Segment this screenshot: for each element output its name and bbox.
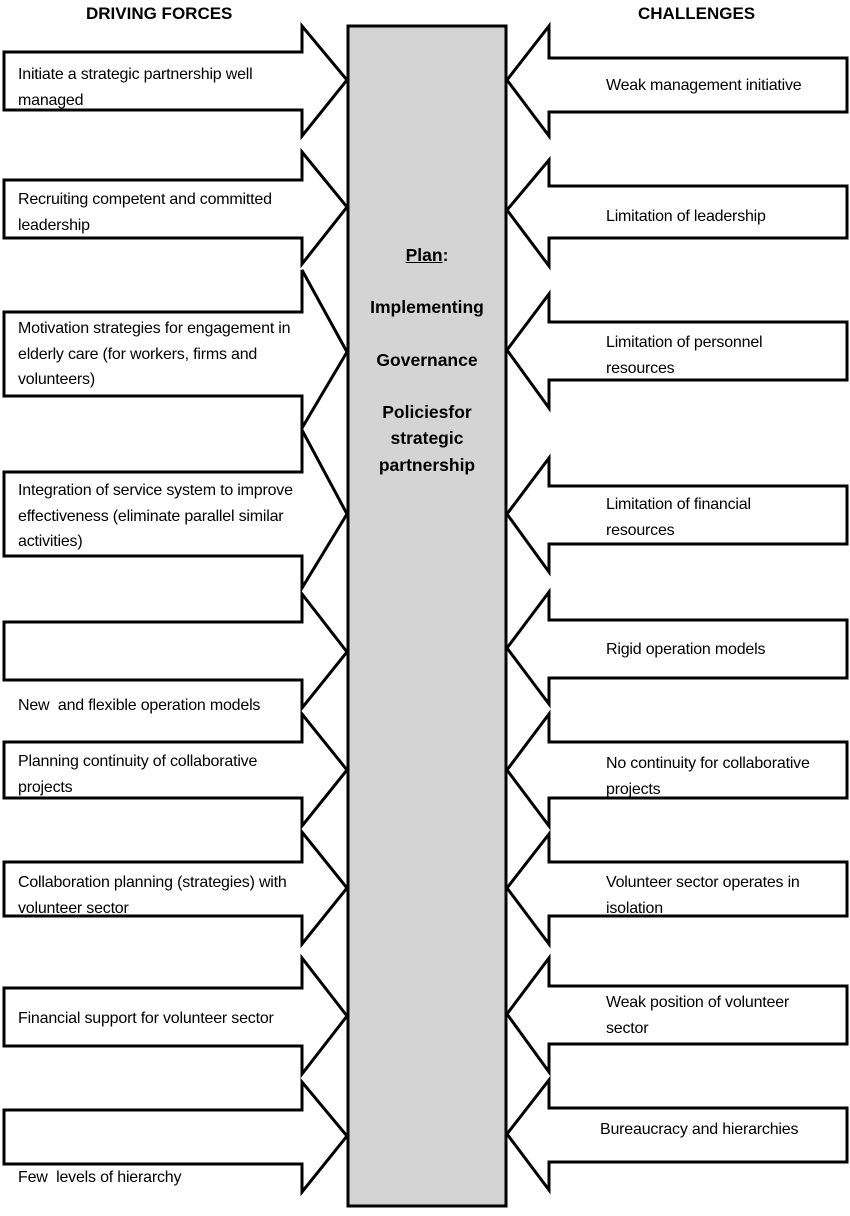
challenge-text-9: Bureaucracy and hierarchies (600, 1117, 798, 1143)
center-line-partnership: partnership (378, 455, 476, 475)
plan-colon: : (442, 245, 449, 265)
driving-force-6-line-1: Planning continuity of collaborative (18, 753, 258, 770)
driving-force-text-7: Collaboration planning (strategies) with… (18, 870, 287, 921)
challenge-arrow-3 (505, 289, 849, 413)
plan-word: Plan (405, 245, 443, 265)
driving-force-arrow-4 (2, 429, 349, 594)
challenge-8-line-1: Weak position of volunteer (606, 994, 790, 1011)
driving-force-1-line-2: managed (18, 91, 84, 109)
driving-force-arrow-2 (2, 147, 349, 269)
challenge-arrow-2 (505, 155, 849, 271)
center-plan-box (346, 24, 508, 1208)
driving-force-4-line-3: activities) (18, 533, 83, 550)
challenges-header: CHALLENGES (638, 4, 756, 23)
challenge-6-line-1: No continuity for collaborative (606, 755, 810, 772)
driving-force-arrow-5 (2, 589, 349, 713)
challenge-text-2: Limitation of leadership (606, 204, 766, 230)
challenge-arrow-8 (505, 953, 849, 1077)
challenge-9-line-1: Bureaucracy and hierarchies (600, 1121, 799, 1138)
driving-force-text-4: Integration of service system to improve… (18, 478, 293, 555)
challenge-text-7: Volunteer sector operates in isolation (606, 870, 800, 921)
driving-force-arrow-7 (2, 827, 349, 949)
challenge-1-line-1: Weak management initiative (606, 77, 802, 94)
challenge-arrow-7 (505, 829, 849, 949)
challenge-7-line-2: isolation (606, 899, 663, 917)
challenge-3-line-1: Limitation of personnel (606, 334, 763, 351)
challenge-7-line-1: Volunteer sector operates in (606, 874, 800, 891)
challenge-arrow-4 (505, 453, 849, 577)
challenge-5-line-1: Rigid operation models (606, 641, 766, 658)
challenge-text-5: Rigid operation models (606, 637, 765, 663)
driving-force-3-line-2: elderly care (for workers, firms and (18, 345, 258, 363)
driving-force-8-line-1: Financial support for volunteer sector (18, 1010, 274, 1027)
driving-force-4-line-1: Integration of service system to improve (18, 482, 293, 499)
challenge-arrow-1 (505, 21, 849, 141)
challenge-4-line-2: resources (606, 521, 675, 539)
challenge-arrow-9 (505, 1075, 849, 1195)
driving-force-text-9: Few levels of hierarchy (18, 1114, 181, 1216)
center-line-policies: Policiesfor (382, 402, 472, 422)
driving-force-3-line-3: volunteers) (18, 371, 95, 388)
driving-force-arrow-3 (2, 269, 349, 434)
driving-force-7-line-2: volunteer sector (18, 899, 129, 917)
center-line-strategic: strategic (390, 428, 464, 448)
challenge-2-line-1: Limitation of leadership (606, 208, 766, 225)
driving-force-text-5: New and flexible operation models (18, 642, 260, 744)
challenge-text-4: Limitation of financial resources (606, 492, 751, 543)
driving-force-2-line-1: Recruiting competent and committed (18, 191, 272, 208)
driving-force-arrow-6 (2, 709, 349, 831)
driving-force-9-line-1: Few levels of hierarchy (18, 1169, 182, 1186)
center-plan-label: Plan: (348, 245, 506, 266)
challenge-arrow-6 (505, 709, 849, 831)
challenge-arrow-5 (505, 587, 849, 709)
driving-force-text-6: Planning continuity of collaborative pro… (18, 749, 257, 800)
driving-force-arrow-1 (2, 21, 349, 141)
center-line-implementing: Implementing (370, 297, 484, 317)
driving-force-3-line-1: Motivation strategies for engagement in (18, 320, 291, 337)
challenge-6-line-2: projects (606, 780, 661, 798)
challenge-3-line-2: resources (606, 359, 675, 377)
driving-force-arrow-9 (2, 1077, 349, 1197)
driving-force-arrow-8 (2, 953, 349, 1079)
driving-force-text-2: Recruiting competent and committed leade… (18, 187, 272, 238)
driving-force-text-3: Motivation strategies for engagement in … (18, 316, 291, 393)
challenge-text-3: Limitation of personnel resources (606, 330, 763, 381)
driving-forces-header: DRIVING FORCES (86, 4, 233, 23)
driving-force-1-line-1: Initiate a strategic partnership well (18, 66, 253, 83)
driving-force-6-line-2: projects (18, 778, 73, 796)
driving-force-2-line-2: leadership (18, 216, 90, 234)
driving-force-4-line-2: effectiveness (eliminate parallel simila… (18, 507, 284, 525)
driving-force-5-line-1: New and flexible operation models (18, 697, 261, 714)
challenge-text-6: No continuity for collaborative projects (606, 751, 810, 802)
challenge-8-line-2: sector (606, 1019, 649, 1037)
challenge-4-line-1: Limitation of financial (606, 496, 751, 513)
challenge-text-8: Weak position of volunteer sector (606, 990, 789, 1041)
driving-force-7-line-1: Collaboration planning (strategies) with (18, 874, 287, 891)
challenge-text-1: Weak management initiative (606, 73, 802, 99)
driving-force-text-8: Financial support for volunteer sector (18, 1006, 274, 1032)
center-line-governance: Governance (376, 350, 478, 370)
driving-force-text-1: Initiate a strategic partnership well ma… (18, 62, 253, 113)
